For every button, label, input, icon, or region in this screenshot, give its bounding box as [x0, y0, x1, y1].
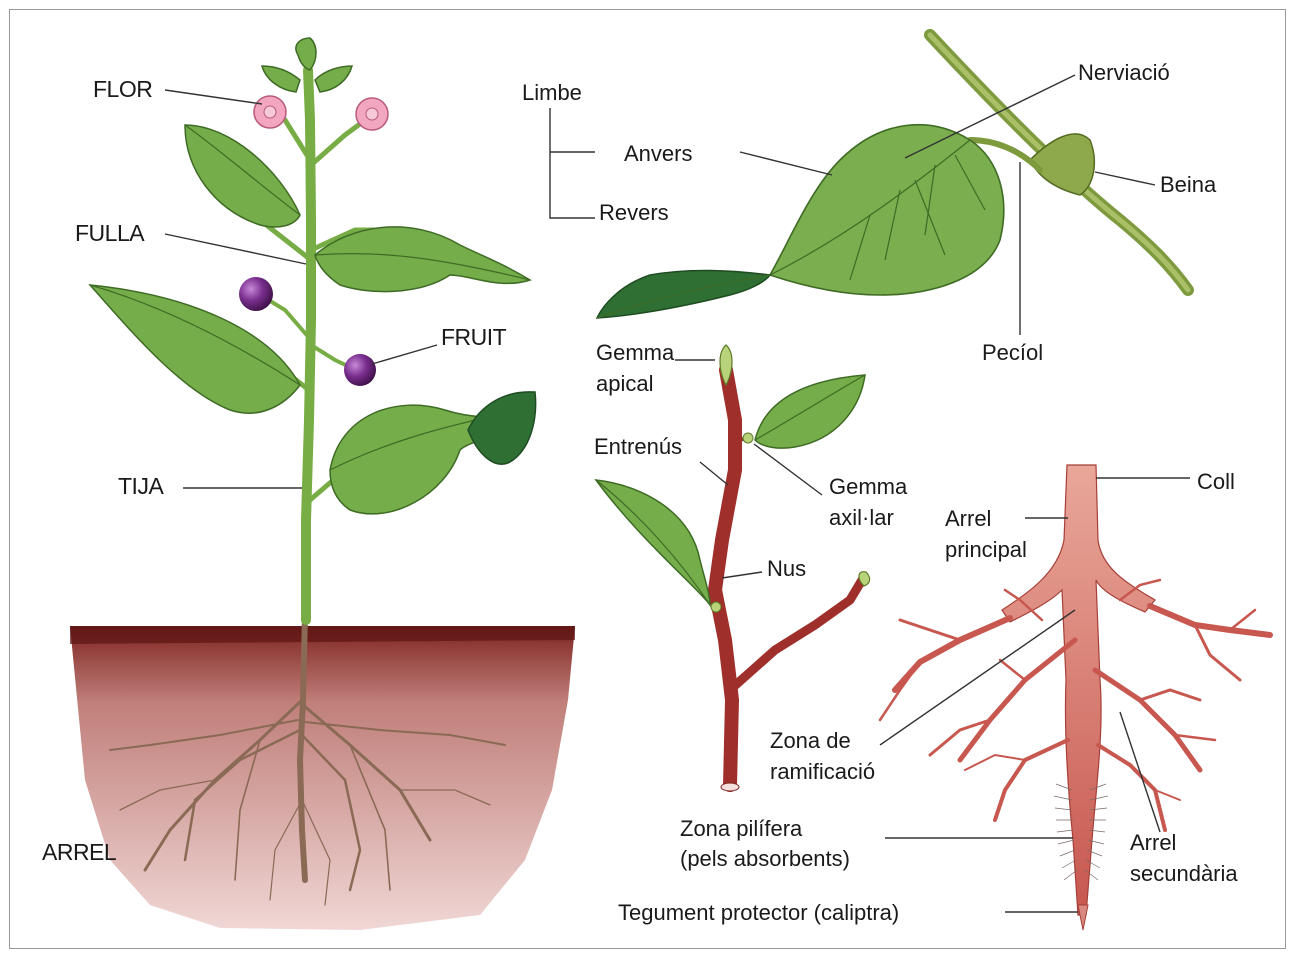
- label-beina: Beina: [1160, 172, 1217, 197]
- label-nerviacio: Nerviació: [1078, 60, 1170, 85]
- label-gemma-axillar-2: axil·lar: [829, 505, 894, 530]
- plant-flowers: [254, 96, 388, 130]
- label-zona-pilifera-1: Zona pilífera: [680, 816, 803, 841]
- label-flor: FLOR: [93, 76, 152, 102]
- label-arrel-principal-1: Arrel: [945, 506, 991, 531]
- label-nus: Nus: [767, 556, 806, 581]
- label-gemma-apical-1: Gemma: [596, 340, 675, 365]
- soil-block: [70, 626, 575, 930]
- stem-anatomy-illustration: [596, 345, 870, 791]
- label-arrel-principal-2: principal: [945, 537, 1027, 562]
- label-zona-ramificacio-1: Zona de: [770, 728, 851, 753]
- label-zona-pilifera-2: (pels absorbents): [680, 846, 850, 871]
- label-tija: TIJA: [118, 473, 164, 499]
- label-revers: Revers: [599, 200, 669, 225]
- label-fruit: FRUIT: [441, 324, 507, 350]
- label-arrel: ARREL: [42, 839, 117, 865]
- label-gemma-apical-2: apical: [596, 371, 653, 396]
- label-anvers: Anvers: [624, 141, 692, 166]
- label-fulla: FULLA: [75, 220, 145, 246]
- label-peciol: Pecíol: [982, 340, 1043, 365]
- label-zona-ramificacio-2: ramificació: [770, 759, 875, 784]
- label-tegument: Tegument protector (caliptra): [618, 900, 899, 925]
- label-coll: Coll: [1197, 469, 1235, 494]
- label-arrel-secundaria-2: secundària: [1130, 861, 1238, 886]
- label-gemma-axillar-1: Gemma: [829, 474, 908, 499]
- label-limbe: Limbe: [522, 80, 582, 105]
- label-entrenus: Entrenús: [594, 434, 682, 459]
- label-arrel-secundaria-1: Arrel: [1130, 830, 1176, 855]
